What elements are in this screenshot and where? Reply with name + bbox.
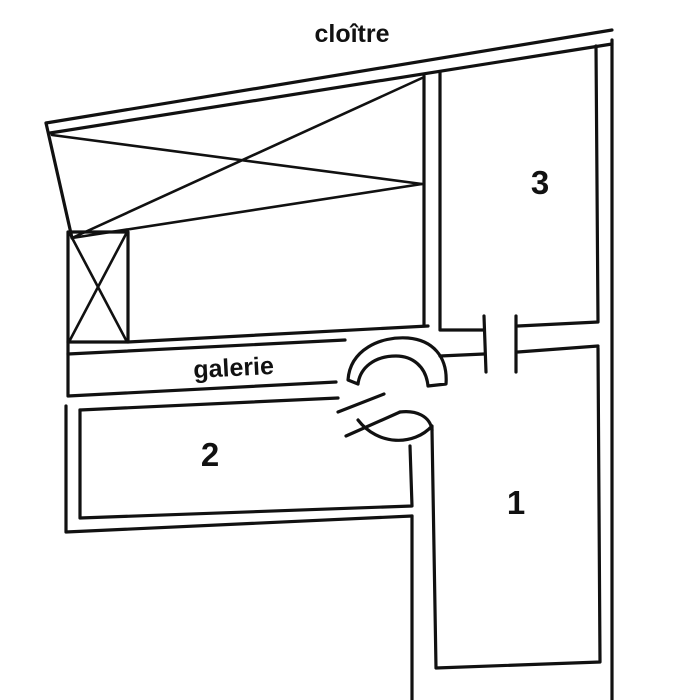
gallery-corridor [66, 324, 486, 398]
room-1 [410, 346, 602, 700]
spiral-staircase [336, 336, 448, 442]
small-crossed-box [66, 230, 130, 344]
room-2-label: 2 [201, 436, 219, 473]
doorway-3-to-1 [482, 314, 600, 374]
cloister-label: cloître [314, 20, 389, 48]
room-2 [64, 396, 414, 534]
cloister-edge [44, 28, 614, 135]
room-3 [422, 38, 614, 700]
room-1-label: 1 [507, 484, 525, 521]
left-boundary-line [44, 121, 74, 240]
gallery-label: galerie [193, 352, 275, 384]
room-3-label: 3 [531, 164, 549, 201]
crossed-void-area [50, 76, 424, 240]
